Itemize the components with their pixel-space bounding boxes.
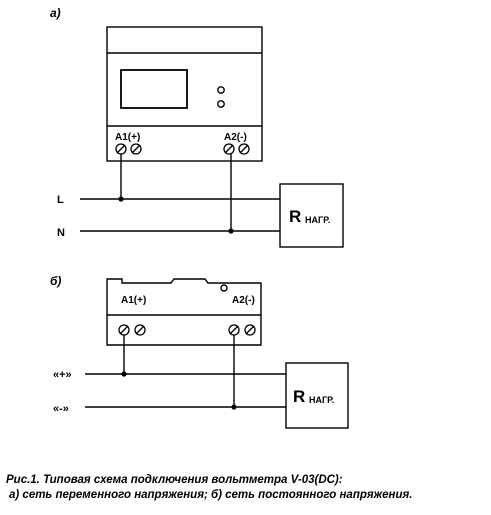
indicator-led-2 bbox=[217, 100, 225, 108]
junction-dot bbox=[118, 196, 124, 202]
wires-b bbox=[85, 335, 286, 408]
load-box-b bbox=[285, 362, 349, 429]
terminal-label-a2-b: A2(-) bbox=[232, 295, 255, 306]
part-label-b: б) bbox=[50, 274, 61, 288]
terminal-screws-a bbox=[115, 143, 250, 155]
voltmeter-device-b bbox=[106, 278, 262, 346]
terminal-label-a2: A2(-) bbox=[224, 132, 247, 143]
load-sub-b: НАГР. bbox=[309, 395, 334, 405]
line-label-L: L bbox=[57, 194, 64, 206]
junction-dot bbox=[228, 228, 234, 234]
terminal-label-a1-b: A1(+) bbox=[121, 295, 146, 306]
voltmeter-device-a bbox=[106, 26, 263, 162]
wires-a bbox=[80, 154, 280, 232]
display-window bbox=[120, 69, 188, 109]
figure-caption-line1: Рис.1. Типовая схема подключения вольтме… bbox=[6, 474, 343, 486]
junction-dot bbox=[121, 371, 127, 377]
line-label-plus: «+» bbox=[53, 369, 72, 381]
indicator-led bbox=[220, 284, 228, 292]
indicator-led-1 bbox=[217, 86, 225, 94]
figure-caption-line2: а) сеть переменного напряжения; б) сеть … bbox=[9, 489, 413, 501]
load-sub-a: НАГР. bbox=[305, 215, 330, 225]
load-R-a: R bbox=[289, 207, 301, 226]
line-label-minus: «-» bbox=[53, 403, 69, 415]
line-label-N: N bbox=[57, 227, 65, 239]
terminal-screws-b bbox=[118, 324, 256, 336]
part-label-a: а) bbox=[50, 6, 61, 20]
terminal-label-a1: A1(+) bbox=[115, 132, 140, 143]
load-R-b: R bbox=[293, 387, 305, 406]
junction-dot bbox=[231, 404, 237, 410]
load-box-a bbox=[279, 183, 344, 248]
